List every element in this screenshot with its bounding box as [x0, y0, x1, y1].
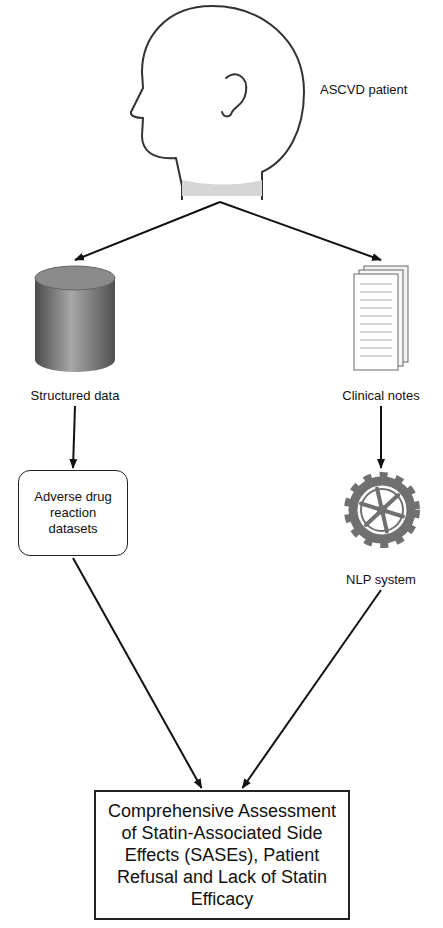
box-text: Adverse drug reaction datasets	[25, 489, 121, 537]
text-line	[360, 300, 392, 301]
icon-caption: Structured data	[18, 388, 132, 404]
text-line	[360, 348, 392, 349]
result-box: Comprehensive Assessment of Statin-Assoc…	[94, 790, 350, 920]
flow-arrow	[73, 406, 75, 468]
flow-arrow	[73, 558, 202, 788]
gear-spoke	[383, 514, 387, 532]
flow-arrow	[75, 202, 220, 260]
text-line	[360, 340, 392, 341]
flow-arrow	[220, 202, 381, 260]
icon-caption: ASCVD patient	[320, 82, 407, 97]
document-stack	[354, 266, 408, 370]
text-line	[360, 292, 392, 293]
patient-icon: ASCVD patient	[130, 4, 430, 200]
text-line	[360, 324, 392, 325]
notes-icon: Clinical notes	[322, 262, 440, 404]
text-line	[360, 284, 392, 285]
patient-head	[131, 6, 304, 200]
box-text: Comprehensive Assessment of Statin-Assoc…	[102, 800, 342, 910]
flow-arrow	[242, 590, 381, 788]
database-icon: Structured data	[18, 262, 132, 404]
gear-spoke	[366, 513, 379, 525]
text-line	[360, 316, 392, 317]
dataset-box: Adverse drug reaction datasets	[18, 470, 128, 556]
icon-caption: Clinical notes	[322, 388, 440, 404]
gear-spoke	[385, 495, 398, 507]
gear-spoke	[361, 503, 378, 508]
flow-arrow	[380, 406, 382, 468]
gear-spoke	[377, 489, 381, 507]
text-line	[360, 332, 392, 333]
text-line	[360, 308, 392, 309]
nlp-icon: NLP system	[322, 470, 440, 588]
nlp-gear	[349, 477, 415, 543]
text-line	[360, 356, 392, 357]
database-cylinder	[35, 266, 115, 372]
icon-caption: NLP system	[322, 572, 440, 588]
gear-spoke	[386, 511, 403, 516]
